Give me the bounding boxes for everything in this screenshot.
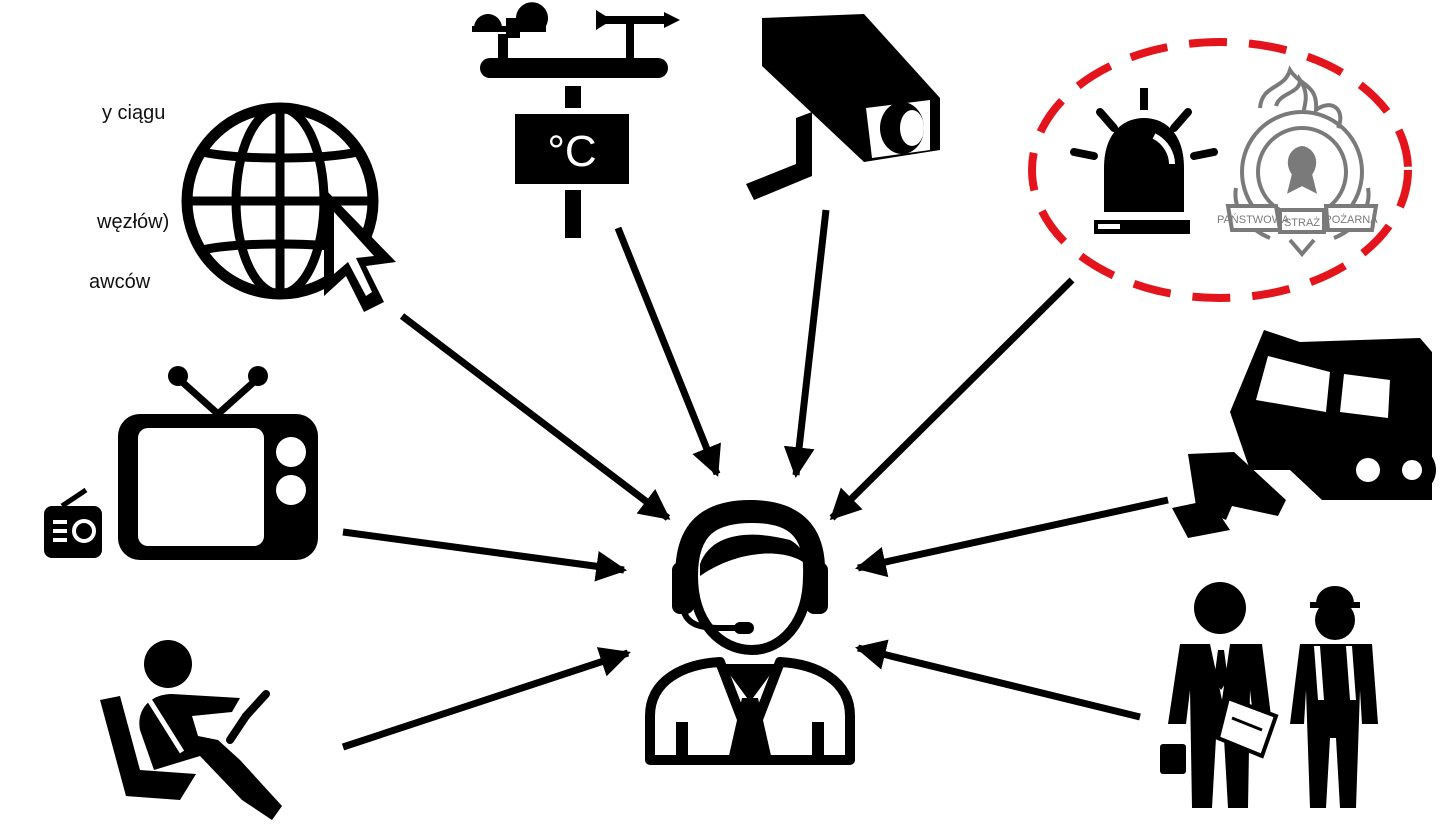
celsius-label: °C: [547, 127, 596, 176]
highlight-dashed-ellipse: [1028, 38, 1412, 302]
arrow-globe: [399, 313, 671, 521]
snowplow-truck-icon: [1172, 330, 1436, 538]
arrow-officials: [855, 639, 1141, 721]
arrow-snowplow: [854, 496, 1169, 578]
emergency-services-group: PAŃSTWOWA STRAŻ POŻARNA: [1028, 38, 1412, 302]
emblem-word-1: PAŃSTWOWA: [1217, 213, 1290, 226]
alarm-light-icon: [1070, 88, 1218, 234]
fire-service-emblem-icon: PAŃSTWOWA STRAŻ POŻARNA: [1217, 65, 1379, 258]
operator-headset-icon: [645, 500, 855, 765]
officials-worker-icon: [1160, 582, 1378, 808]
arrow-weather: [614, 226, 721, 477]
text-fragment-3: awców: [89, 271, 151, 293]
text-fragment-1: y ciągu: [102, 102, 166, 124]
emblem-word-2: STRAŻ: [1284, 216, 1320, 229]
weather-station-icon: °C: [472, 2, 680, 238]
cctv-camera-icon: [746, 14, 940, 200]
driver-icon: [100, 640, 282, 820]
tv-radio-icon: [44, 366, 318, 560]
arrow-tv: [342, 528, 628, 582]
arrow-driver: [341, 647, 631, 751]
text-fragment-2: węzłów): [97, 211, 170, 233]
emblem-word-3: POŻARNA: [1324, 213, 1378, 226]
arrows: [341, 209, 1169, 751]
arrow-alarm: [829, 277, 1075, 521]
globe-cursor-icon: [181, 102, 396, 312]
arrow-camera: [783, 209, 830, 479]
